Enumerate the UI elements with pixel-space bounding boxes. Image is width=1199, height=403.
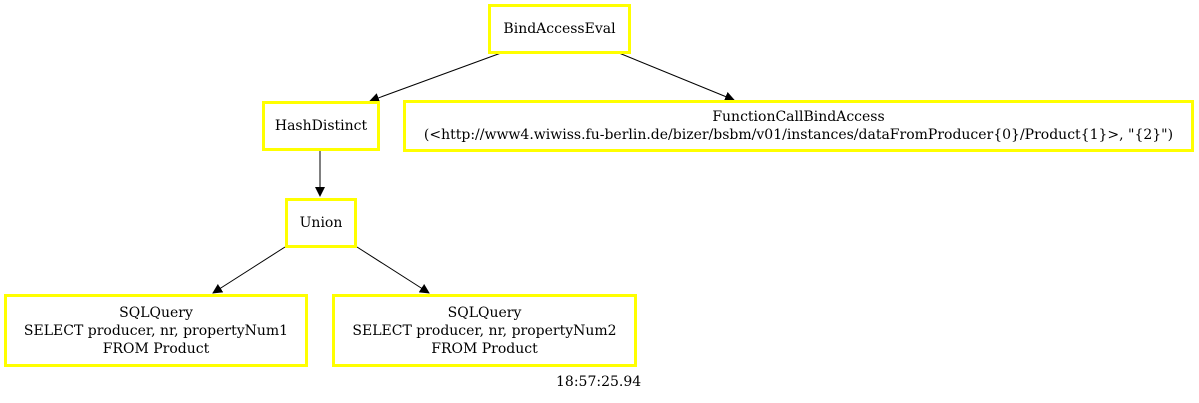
node-label-from: FROM Product (431, 340, 538, 357)
timestamp-label: 18:57:25.94 (556, 374, 642, 390)
node-function-call-bind-access: FunctionCallBindAccess (<http://www4.wiw… (403, 100, 1194, 152)
node-label: FunctionCallBindAccess (712, 109, 885, 125)
node-label-select: SELECT producer, nr, propertyNum2 (352, 322, 617, 339)
node-label-from: FROM Product (102, 340, 210, 357)
node-label: BindAccessEval (503, 21, 616, 37)
node-label: Union (299, 215, 343, 231)
node-union: Union (285, 198, 357, 248)
node-sql-query-1: SQLQuery SELECT producer, nr, propertyNu… (4, 294, 308, 367)
edge-union-to-sqlquery2 (356, 246, 430, 294)
node-bind-access-eval: BindAccessEval (488, 4, 631, 54)
node-label: SQLQuery (119, 304, 193, 321)
edge-bindaccesseval-to-hashdistinct (369, 52, 502, 103)
edge-bindaccesseval-to-functioncallbindaccess (618, 52, 735, 102)
node-label-args: (<http://www4.wiwiss.fu-berlin.de/bizer/… (423, 127, 1174, 143)
node-hash-distinct: HashDistinct (262, 101, 380, 151)
node-label: HashDistinct (274, 118, 368, 134)
node-label-select: SELECT producer, nr, propertyNum1 (23, 322, 289, 339)
node-sql-query-2: SQLQuery SELECT producer, nr, propertyNu… (332, 294, 637, 367)
node-label: SQLQuery (447, 304, 522, 321)
edge-union-to-sqlquery1 (212, 246, 286, 294)
